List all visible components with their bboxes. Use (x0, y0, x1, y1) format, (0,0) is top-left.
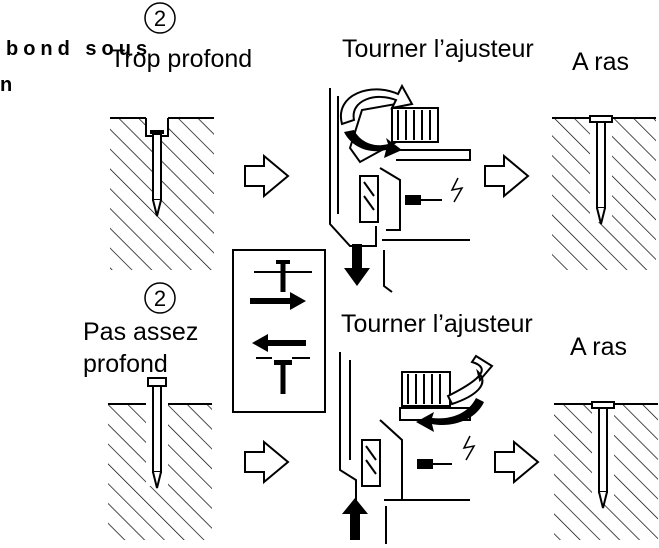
wood-block-flush-bottom (554, 398, 658, 540)
label-flush-bottom: A ras (570, 333, 627, 361)
rotate-arrow-top (339, 83, 414, 126)
cut-header-line-1: bond sous (6, 38, 153, 60)
nailer-tool-bottom (339, 352, 471, 544)
step-number-top: 2 (154, 6, 166, 31)
step-circle-bottom (144, 282, 176, 314)
label-too-deep: Trop profond (110, 45, 253, 73)
lightning-mark-top (450, 177, 464, 203)
label-turn-adjuster-top: Tourner l’ajusteur (342, 35, 534, 63)
arrow-down-black (344, 244, 370, 286)
rotate-arrow-top-tail (344, 130, 402, 158)
step-circle-top (144, 2, 176, 34)
label-not-deep-line1: Pas assez (83, 318, 199, 346)
hollow-arrow-right-4 (494, 439, 540, 485)
label-turn-adjuster-bottom: Tourner l’ajusteur (341, 310, 533, 338)
rotate-arrow-bottom (446, 354, 494, 406)
label-flush-top: A ras (572, 48, 629, 76)
wood-block-flush-top (552, 112, 656, 270)
setting-guide-box (232, 249, 326, 413)
arrow-up-black (342, 498, 368, 540)
hollow-arrow-right-2 (484, 153, 530, 199)
cut-header-line-2: n (0, 74, 18, 96)
label-not-deep-line2: profond (83, 350, 168, 378)
nail-sunk-deep (150, 130, 164, 217)
lightning-mark-bottom (462, 435, 476, 461)
wood-block-not-deep (108, 376, 212, 540)
hollow-arrow-right-3 (244, 439, 290, 485)
hollow-arrow-right-1 (244, 153, 290, 199)
rotate-arrow-bottom-tail (416, 398, 484, 432)
step-number-bottom: 2 (154, 286, 166, 311)
